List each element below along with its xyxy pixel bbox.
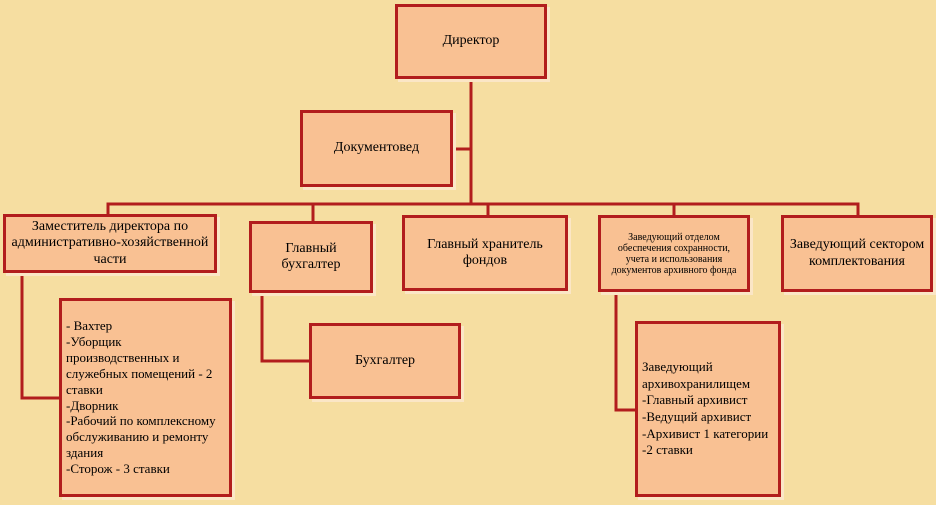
list-item: Заведующий архивохранилищем	[642, 359, 751, 391]
node-chief-accountant: Главный бухгалтер	[249, 221, 373, 293]
list-item: -Главный архивист	[642, 392, 748, 408]
list-item: -Архивист 1 категории -2 ставки	[642, 425, 769, 458]
deputy-staff-link	[20, 273, 61, 400]
node-chief-keeper: Главный хранитель фондов	[402, 215, 568, 291]
list-item: -Уборщик производственных и служебных по…	[66, 334, 213, 397]
node-head-safety-label: Заведующий отделом обеспечения сохраннос…	[611, 231, 737, 276]
node-chief-keeper-label: Главный хранитель фондов	[427, 236, 543, 268]
list-archive-staff: Заведующий архивохранилищем -Главный арх…	[635, 321, 781, 497]
list-deputy-staff: - Вахтер -Уборщик производственных и слу…	[59, 298, 232, 497]
bus-head-acquisition	[674, 202, 860, 216]
list-item: -Дворник	[66, 397, 119, 413]
node-head-acquisition: Заведующий сектором комплектования	[781, 215, 933, 292]
accountant-link	[260, 293, 311, 363]
list-item: -Рабочий по комплексному обслуживанию и …	[66, 413, 216, 461]
node-accountant: Бухгалтер	[309, 323, 461, 399]
node-deputy-label: Заместитель директора по административно…	[11, 219, 209, 267]
node-head-acquisition-label: Заведующий сектором комплектования	[789, 237, 925, 269]
node-accountant-label: Бухгалтер	[354, 352, 416, 368]
node-documentoved: Документовед	[300, 110, 453, 187]
list-item: -Сторож - 3 ставки	[66, 460, 170, 476]
list-item: -Ведущий архивист	[642, 409, 752, 424]
node-documentoved-label: Документовед	[333, 140, 420, 156]
list-item: - Вахтер	[66, 318, 113, 334]
node-head-safety: Заведующий отделом обеспечения сохраннос…	[598, 215, 750, 292]
node-director-label: Директор	[442, 33, 500, 49]
archive-staff-link	[614, 291, 637, 412]
node-chief-accountant-label: Главный бухгалтер	[281, 240, 341, 272]
node-deputy: Заместитель директора по административно…	[3, 214, 217, 273]
node-director: Директор	[395, 4, 547, 79]
